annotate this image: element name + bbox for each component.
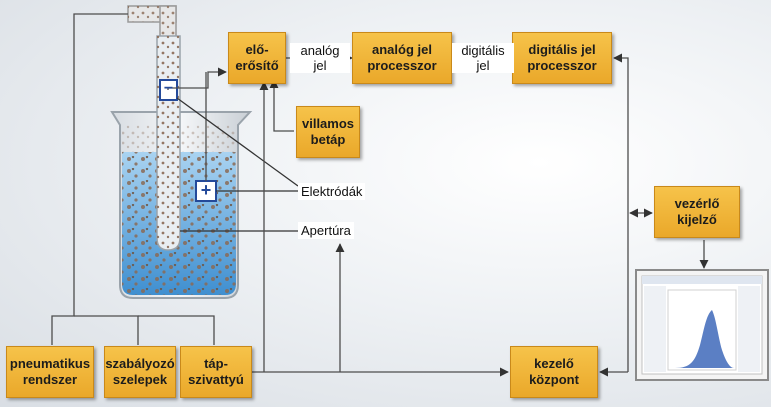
histogram (675, 310, 734, 368)
electrodes-label: Elektródák (298, 183, 366, 200)
digital-signal-label: digitális jel (452, 43, 514, 73)
plus-symbol: + (200, 179, 212, 200)
preamp-box: elő- erősítő (228, 32, 286, 84)
pneumatic-box: pneumatikus rendszer (6, 346, 94, 398)
control-center-box: kezelő központ (510, 346, 598, 398)
valves-box: szabályozó szelepek (104, 346, 176, 398)
pump-box: táp- szivattyú (180, 346, 252, 398)
display-box: vezérlő kijelző (654, 186, 740, 238)
minus-symbol: − (163, 80, 174, 97)
digital-processor-box: digitális jel processzor (512, 32, 612, 84)
aperture-label: Apertúra (298, 222, 354, 239)
analog-signal-label: analóg jel (290, 43, 350, 73)
monitor-screenshot (635, 269, 769, 381)
power-supply-box: villamos betáp (296, 106, 360, 158)
beaker (110, 111, 253, 299)
analog-processor-box: analóg jel processzor (352, 32, 452, 84)
